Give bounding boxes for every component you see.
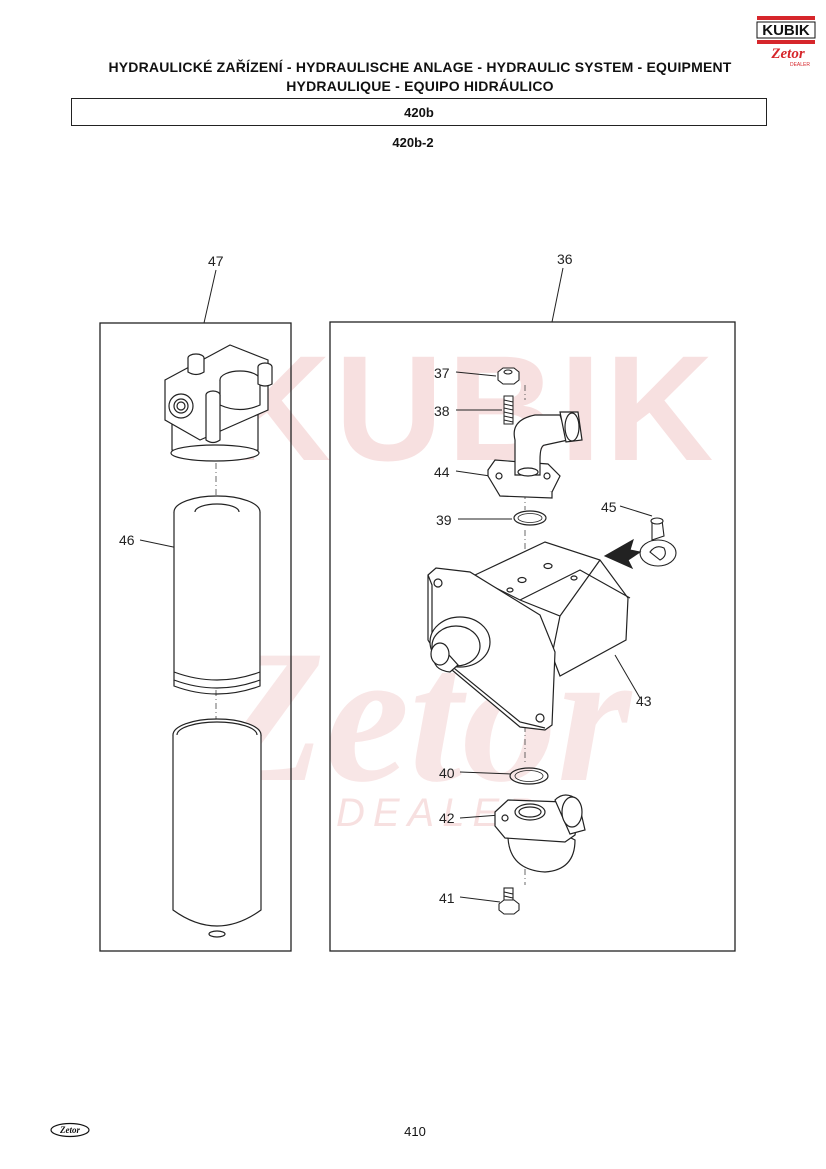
watermark: KUBIK Zetor DEALER [208,324,718,835]
stud-38 [503,395,514,425]
callout-38: 38 [434,403,450,419]
filter-assembly-frame [99,322,292,952]
logo-brand-text: KUBIK [762,22,810,39]
section-code: 420b [404,104,434,120]
pump-assembly-frame [329,321,736,952]
callout-37: 37 [434,365,450,381]
zetor-footer-logo: Zetor [50,1122,90,1138]
elbow-flange-44 [487,411,583,499]
callout-41: 41 [439,890,455,906]
filter-bowl [172,718,262,938]
zetor-footer-text: Zetor [59,1125,80,1135]
watermark-kubik: KUBIK [223,324,718,492]
callout-45: 45 [601,499,617,515]
logo-zetor-text: Zetor [770,46,804,62]
kubik-zetor-logo: KUBIK Zetor DEALER [756,16,816,68]
title-line-2: HYDRAULIQUE - EQUIPO HIDRÁULICO [286,78,554,94]
sub-code: 420b-2 [392,135,434,150]
callout-39: 39 [436,512,452,528]
page-number: 410 [404,1124,426,1139]
title-line-1: HYDRAULICKÉ ZAŘÍZENÍ - HYDRAULISCHE ANLA… [108,59,732,75]
leader-lines [139,267,653,903]
filter-head [164,344,273,462]
nut-37 [497,367,520,385]
hydraulic-pump-43 [427,541,631,731]
callout-36: 36 [557,251,573,267]
o-ring-39 [513,510,547,526]
o-ring-40 [509,767,549,785]
filter-cartridge [173,495,261,695]
callout-44: 44 [434,464,450,480]
callout-47: 47 [208,253,224,269]
callout-43: 43 [636,693,652,709]
elbow-flange-42 [494,794,586,873]
section-code-box: 420b [71,98,767,126]
logo-dealer-text: DEALER [790,62,810,68]
callout-46: 46 [119,532,135,548]
bolt-41 [498,887,520,915]
callout-40: 40 [439,765,455,781]
callout-42: 42 [439,810,455,826]
protective-cap-45 [603,517,677,570]
